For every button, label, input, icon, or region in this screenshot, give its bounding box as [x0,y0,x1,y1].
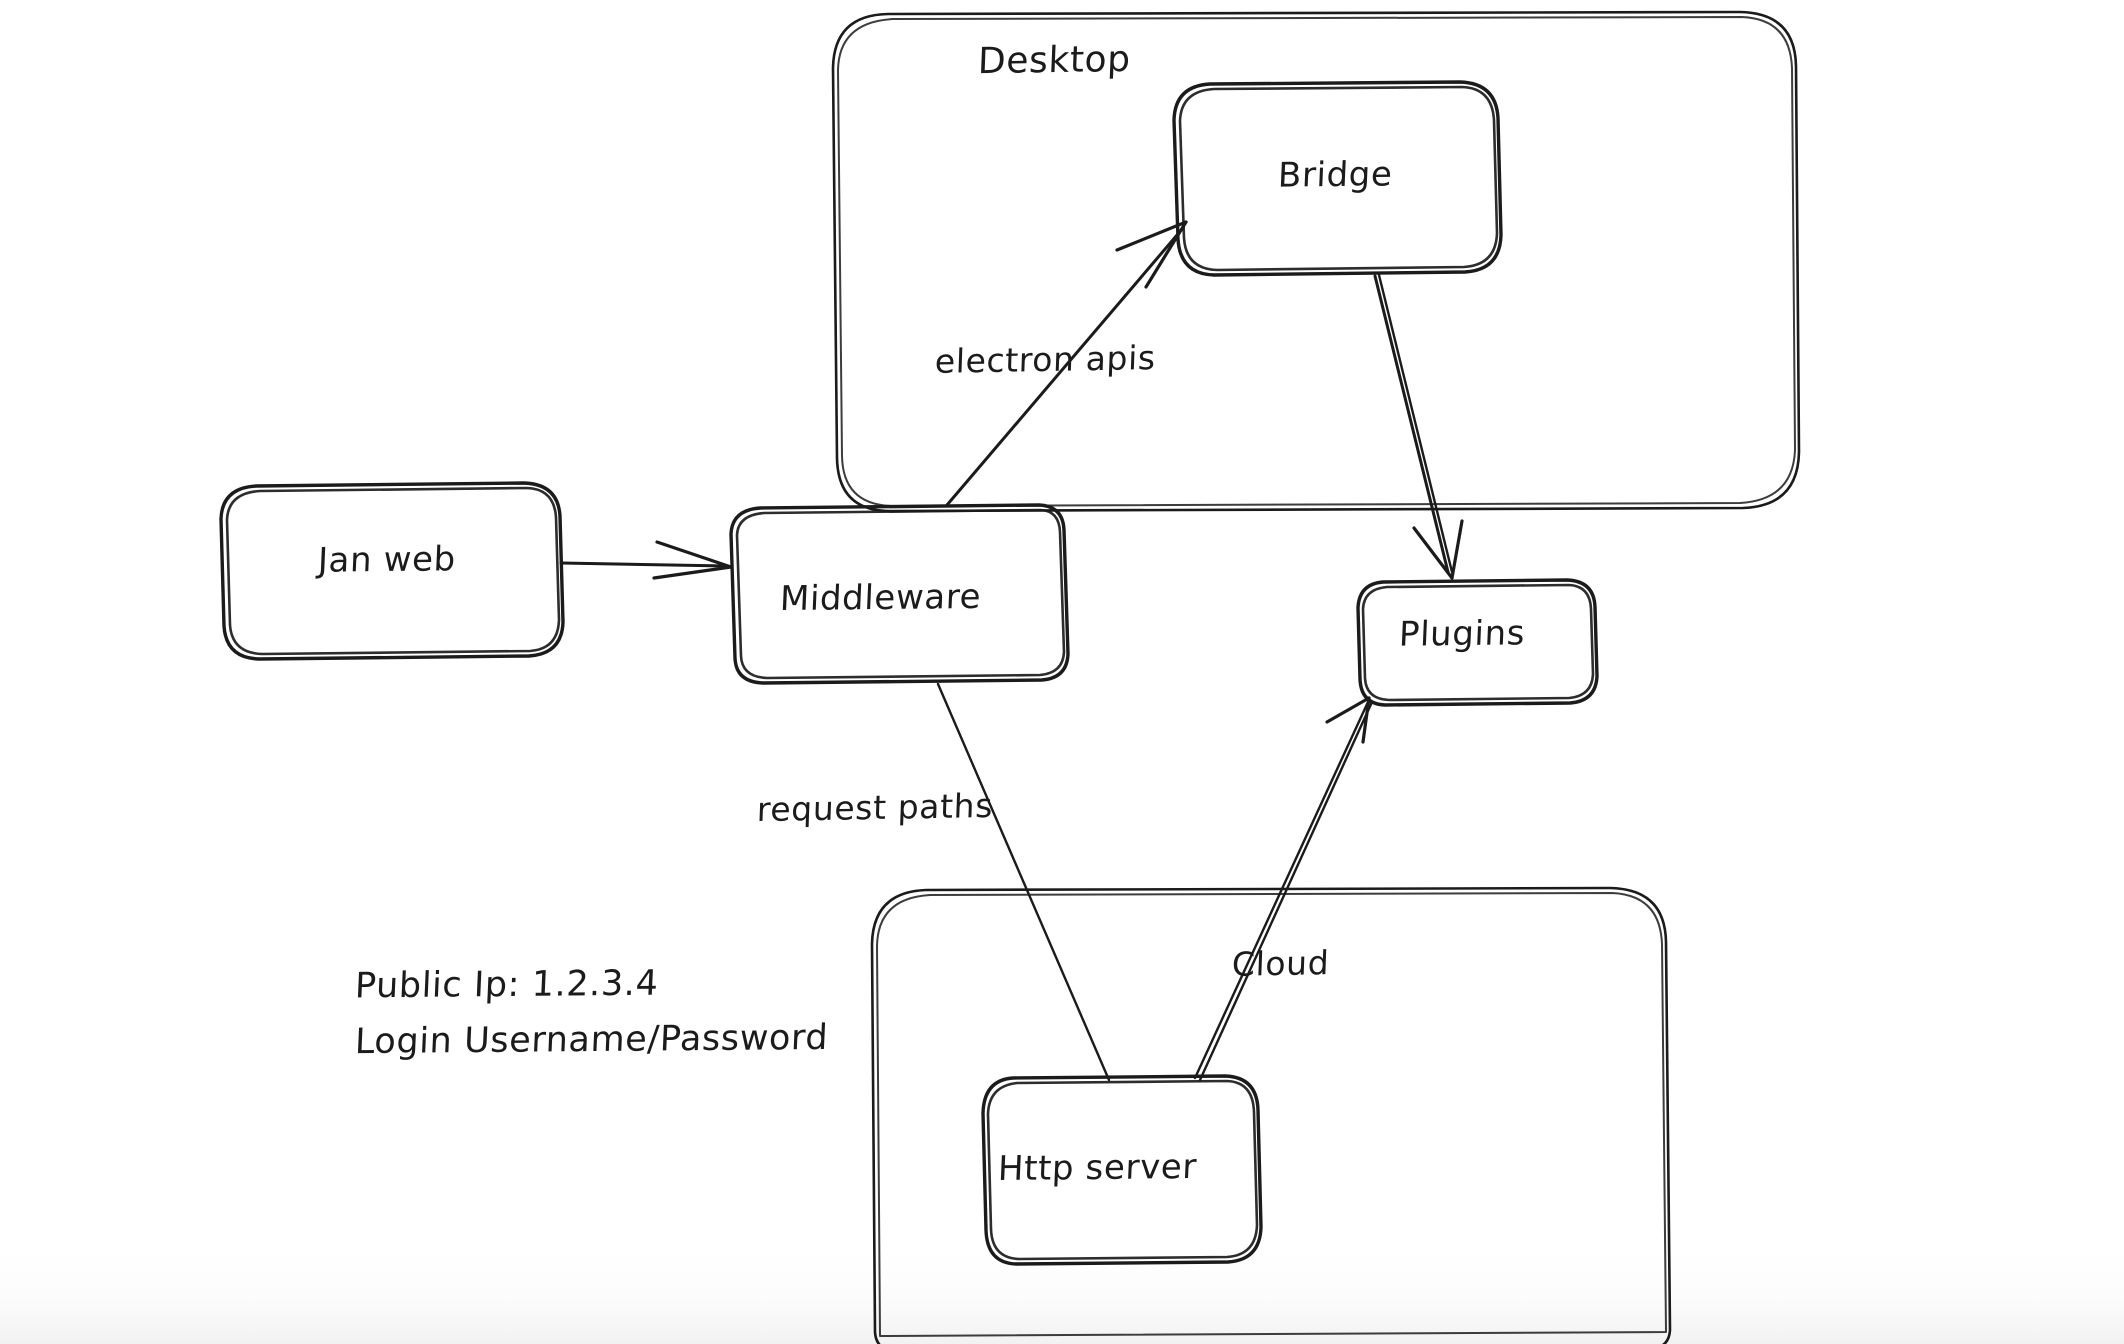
edge-label-cloud: Cloud [1231,943,1330,984]
node-plugins-outline[interactable] [1356,578,1599,707]
node-label-bridge: Bridge [1277,154,1394,196]
edge-label-request-paths: request paths [756,785,994,830]
group-cloud-outline[interactable] [870,886,1672,1344]
edge-httpserver-to-plugins[interactable] [1193,696,1374,1082]
node-jan-web-outline[interactable] [219,481,565,661]
node-label-middleware: Middleware [779,576,982,620]
edge-middleware-to-httpserver[interactable] [936,682,1111,1082]
node-middleware-outline[interactable] [729,503,1070,685]
edge-bridge-to-plugins[interactable] [1373,273,1464,580]
node-label-jan-web: Jan web [317,539,457,581]
node-label-plugins: Plugins [1398,613,1526,655]
node-http-server-outline[interactable] [981,1074,1263,1266]
edge-janweb-to-middleware[interactable] [559,540,733,580]
note-login-credentials: Login Username/Password [354,1017,830,1063]
group-label-desktop: Desktop [977,38,1132,83]
edge-middleware-to-bridge[interactable] [945,220,1188,507]
node-label-http-server: Http server [997,1146,1198,1190]
group-desktop-outline[interactable] [831,10,1801,513]
edge-label-electron-apis: electron apis [934,338,1157,381]
node-bridge-outline[interactable] [1172,80,1503,277]
note-public-ip: Public Ip: 1.2.3.4 [354,963,660,1007]
